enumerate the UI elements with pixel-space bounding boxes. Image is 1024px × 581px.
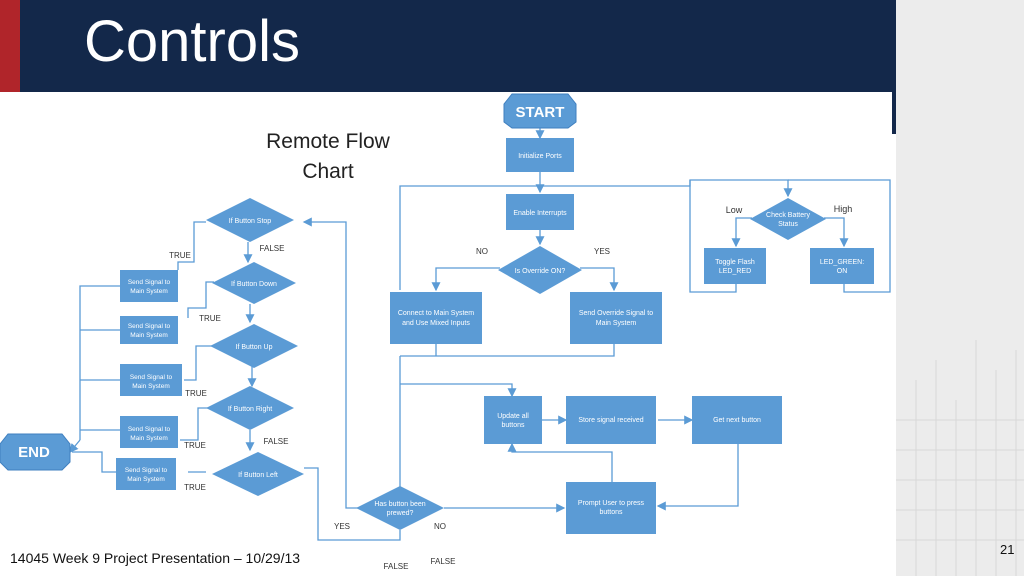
btn-stop-label: If Button Stop — [229, 218, 272, 225]
next-button-label: Get next button — [713, 417, 761, 424]
connector-lines — [69, 128, 891, 541]
true-label-right: TRUE — [184, 441, 206, 450]
send-override-line2: Main System — [596, 320, 637, 327]
true-label-left: TRUE — [184, 483, 206, 492]
right-decorative-panel — [896, 0, 1024, 576]
led-green-line2: ON — [837, 268, 848, 275]
start-node: START — [503, 93, 577, 129]
false-label-stop: FALSE — [260, 244, 285, 253]
true-label-stop: TRUE — [169, 251, 191, 260]
if-button-stop-node: If Button Stop — [206, 198, 294, 242]
led-green-node: LED_GREEN: ON — [810, 248, 874, 284]
check-battery-line2: Status — [778, 221, 798, 228]
red-accent-bar — [0, 0, 20, 92]
btn-down-label: If Button Down — [231, 281, 277, 288]
toggle-flash-line2: LED_RED — [719, 268, 751, 275]
true-label-down: TRUE — [199, 314, 221, 323]
end-label: END — [18, 444, 50, 461]
flowchart: Remote Flow Chart START Initialize Ports… — [0, 93, 891, 571]
send-signal-box-3: Send Signal to Main System — [120, 364, 182, 396]
toggle-flash-line1: Toggle Flash — [715, 259, 755, 266]
slide-title: Controls — [84, 9, 300, 74]
has-pressed-line1: Has button been — [374, 501, 425, 508]
enable-interrupts-node: Enable Interrupts — [506, 194, 574, 230]
store-signal-node: Store signal received — [566, 396, 656, 444]
battery-high-label: High — [834, 204, 853, 214]
send-signal-4-line2: Main System — [130, 435, 168, 442]
false-label-bottom-1: FALSE — [384, 562, 409, 571]
has-pressed-decision-node: Has button been prewed? — [356, 486, 444, 530]
prompt-user-line1: Prompt User to press — [578, 500, 645, 507]
has-pressed-line2: prewed? — [387, 510, 414, 517]
send-signal-3-line1: Send Signal to — [130, 374, 173, 381]
check-battery-line1: Check Battery — [766, 212, 810, 219]
connect-main-line1: Connect to Main System — [398, 310, 474, 317]
btn-up-label: If Button Up — [236, 344, 273, 351]
end-node: END — [0, 433, 71, 471]
send-override-line1: Send Override Signal to — [579, 310, 653, 317]
header-edge — [892, 92, 896, 134]
initialize-ports-node: Initialize Ports — [506, 138, 574, 172]
flowchart-heading-line2: Chart — [302, 160, 354, 183]
send-signal-box-5: Send Signal to Main System — [116, 458, 176, 490]
override-question: Is Override ON? — [515, 268, 566, 275]
false-label-right: FALSE — [264, 437, 289, 446]
override-no-label: NO — [476, 247, 488, 256]
send-signal-2-line2: Main System — [130, 332, 168, 339]
flowchart-heading-line1: Remote Flow — [266, 130, 391, 153]
battery-low-label: Low — [726, 205, 743, 215]
update-buttons-line1: Update all — [497, 413, 529, 420]
send-signal-4-line1: Send Signal to — [128, 426, 171, 433]
start-label: START — [516, 104, 565, 121]
update-buttons-node: Update all buttons — [484, 396, 542, 444]
prompt-user-line2: buttons — [600, 509, 623, 516]
send-override-node: Send Override Signal to Main System — [570, 292, 662, 344]
override-yes-label: YES — [594, 247, 610, 256]
connect-main-node: Connect to Main System and Use Mixed Inp… — [390, 292, 482, 344]
if-button-down-node: If Button Down — [212, 262, 296, 304]
has-pressed-no-label: NO — [434, 522, 446, 531]
false-label-bottom-2: FALSE — [431, 557, 456, 566]
send-signal-5-line1: Send Signal to — [125, 467, 168, 474]
if-button-left-node: If Button Left — [212, 452, 304, 496]
enable-interrupts-label: Enable Interrupts — [513, 210, 567, 217]
next-button-node: Get next button — [692, 396, 782, 444]
true-label-up: TRUE — [185, 389, 207, 398]
send-signal-box-4: Send Signal to Main System — [120, 416, 178, 448]
send-signal-1-line1: Send Signal to — [128, 279, 171, 286]
send-signal-5-line2: Main System — [127, 476, 165, 483]
has-pressed-yes-label: YES — [334, 522, 350, 531]
flowchart-image: Remote Flow Chart START Initialize Ports… — [0, 92, 892, 576]
btn-right-label: If Button Right — [228, 406, 272, 413]
check-battery-node: Check Battery Status — [750, 198, 826, 240]
update-buttons-line2: buttons — [502, 422, 525, 429]
store-signal-label: Store signal received — [578, 417, 643, 424]
footer-text: 14045 Week 9 Project Presentation – 10/2… — [10, 550, 301, 566]
override-decision-node: Is Override ON? — [498, 246, 582, 294]
send-signal-box-1: Send Signal to Main System — [120, 270, 178, 302]
slide-number: 21 — [1000, 542, 1015, 557]
init-ports-label: Initialize Ports — [518, 153, 562, 160]
toggle-flash-node: Toggle Flash LED_RED — [704, 248, 766, 284]
btn-left-label: If Button Left — [238, 472, 278, 479]
grid-pattern — [896, 340, 1024, 576]
title-bar — [0, 0, 896, 92]
send-signal-box-2: Send Signal to Main System — [120, 316, 178, 344]
send-signal-1-line2: Main System — [130, 288, 168, 295]
send-signal-3-line2: Main System — [132, 383, 170, 390]
connect-main-line2: and Use Mixed Inputs — [402, 320, 470, 327]
led-green-line1: LED_GREEN: — [820, 259, 864, 266]
if-button-up-node: If Button Up — [210, 324, 298, 368]
prompt-user-node: Prompt User to press buttons — [566, 482, 656, 534]
if-button-right-node: If Button Right — [206, 386, 294, 430]
send-signal-2-line1: Send Signal to — [128, 323, 171, 330]
